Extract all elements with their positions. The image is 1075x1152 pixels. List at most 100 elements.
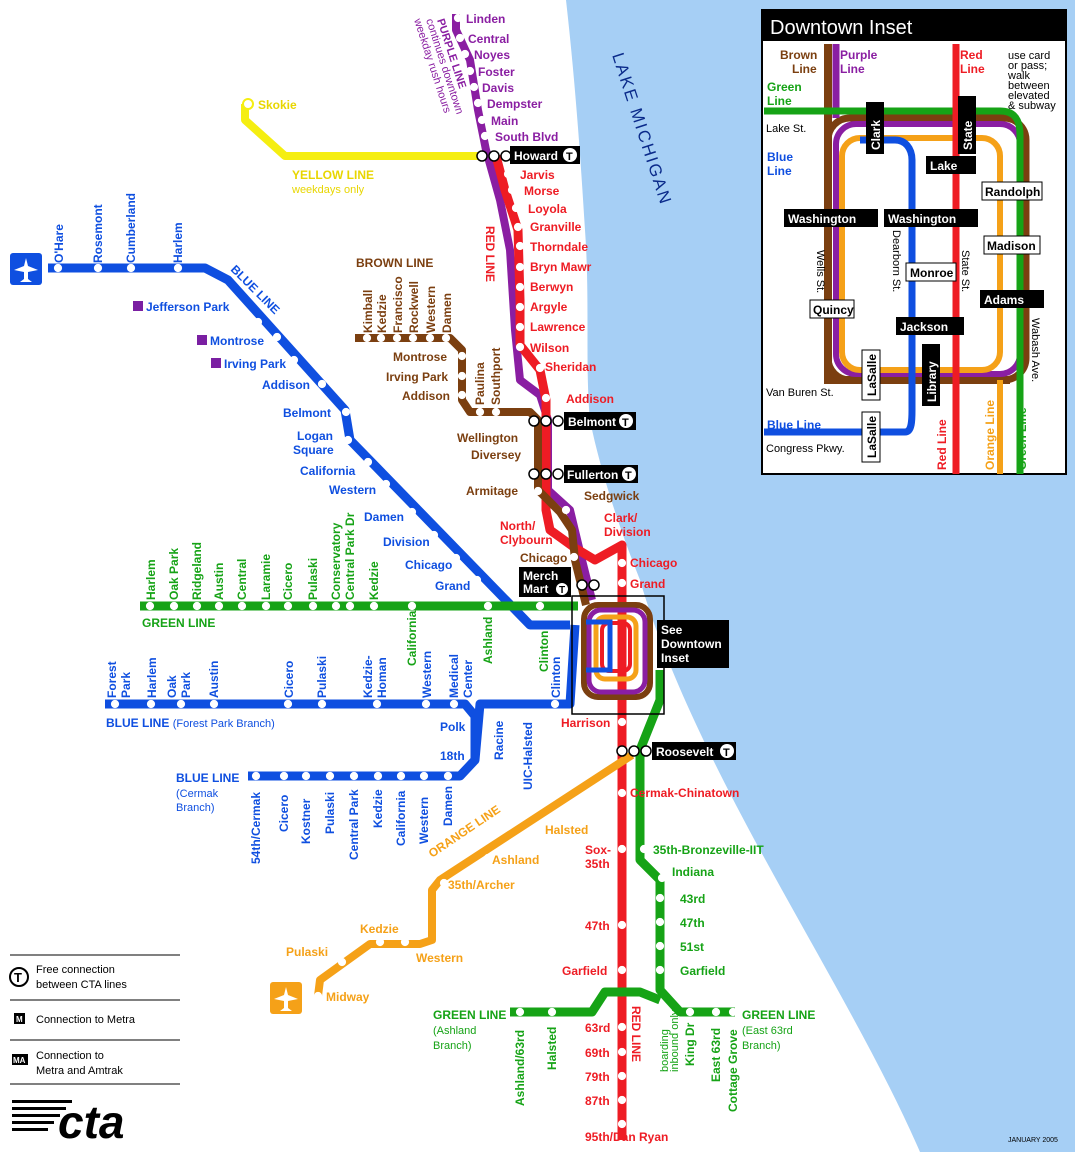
map-label: Loyola <box>528 202 567 216</box>
map-label: Division <box>383 535 430 549</box>
map-label: Branch) <box>176 802 215 814</box>
map-label: Line <box>767 94 792 108</box>
map-label: California <box>394 790 408 846</box>
map-label: Green <box>767 80 802 94</box>
map-label: Foster <box>478 65 515 79</box>
map-label: Sheridan <box>545 360 596 374</box>
map-label: Armitage <box>466 484 518 498</box>
map-label: Ashland <box>492 853 539 867</box>
map-label: Van Buren St. <box>766 387 834 399</box>
map-label: State <box>961 120 975 150</box>
amtrak-icon <box>12 1054 28 1065</box>
map-label: 35th-Bronzeville-IIT <box>653 843 764 857</box>
map-label: T <box>566 151 573 163</box>
map-label: Irving Park <box>386 370 448 384</box>
map-label: Diversey <box>471 448 521 462</box>
map-label: Chicago <box>630 556 677 570</box>
map-label: Skokie <box>258 98 297 112</box>
map-label: 54th/Cermak <box>249 792 263 864</box>
map-label: Pulaski <box>306 558 320 600</box>
map-label: Clybourn <box>500 533 553 547</box>
map-label: between <box>1008 80 1050 92</box>
map-label: Halsted <box>545 1027 559 1070</box>
map-label: Branch) <box>742 1040 781 1052</box>
map-label: North/ <box>500 519 536 533</box>
map-label: Ashland/63rd <box>513 1030 527 1106</box>
map-label: Kedzie <box>367 561 381 600</box>
map-label: Granville <box>530 220 582 234</box>
map-label: Orange Line <box>983 400 997 470</box>
map-label: Wellington <box>457 431 518 445</box>
map-label: 79th <box>585 1070 610 1084</box>
map-label: GREEN LINE <box>142 616 215 630</box>
map-label: BLUE LINE <box>106 716 169 730</box>
map-label: South Blvd <box>495 130 558 144</box>
map-label: 43rd <box>680 892 705 906</box>
map-label: (Forest Park Branch) <box>173 718 275 730</box>
map-label: Forest <box>105 661 119 698</box>
map-label: Washington <box>788 212 856 226</box>
map-label: 63rd <box>585 1021 610 1035</box>
map-label: Thorndale <box>530 240 588 254</box>
map-label: Central <box>235 559 249 600</box>
map-label: Medical <box>447 654 461 698</box>
map-label: Clark <box>869 120 883 150</box>
map-label: Quincy <box>813 303 854 317</box>
map-label: Davis <box>482 81 514 95</box>
map-label: Addison <box>262 378 310 392</box>
map-label: Downtown <box>661 637 722 651</box>
map-label: Oak Park <box>167 548 181 600</box>
map-label: 47th <box>680 916 705 930</box>
blue-line-cermak <box>248 756 479 781</box>
map-label: 69th <box>585 1046 610 1060</box>
map-label: (East 63rd <box>742 1025 793 1037</box>
map-label: Line <box>792 62 817 76</box>
map-label: See <box>661 623 683 637</box>
map-label: Main <box>491 114 518 128</box>
map-label: Ashland <box>481 617 495 664</box>
downtown-inset: Downtown Inset Brown Line Purple Line Re… <box>761 9 1067 475</box>
map-label: O'Hare <box>52 224 66 263</box>
map-label: Rosemont <box>91 204 105 263</box>
map-label: Damen <box>441 786 455 826</box>
map-label: Cicero <box>282 661 296 698</box>
map-label: Addison <box>566 392 614 406</box>
map-label: GREEN LINE <box>433 1008 506 1022</box>
map-label: Connection to <box>36 1050 104 1062</box>
map-label: Cumberland <box>124 193 138 263</box>
map-label: BROWN LINE <box>356 256 433 270</box>
map-label: Irving Park <box>224 357 286 371</box>
map-label: Harlem <box>144 559 158 600</box>
map-label: Metra and Amtrak <box>36 1065 123 1077</box>
map-label: Grand <box>630 577 665 591</box>
map-label: Downtown Inset <box>770 17 913 39</box>
map-label: East 63rd <box>709 1028 723 1082</box>
map-label: Branch) <box>433 1040 472 1052</box>
map-label: LaSalle <box>865 416 879 458</box>
map-label: Fullerton <box>567 468 618 482</box>
map-label: boarding <box>659 1029 671 1072</box>
map-label: Berwyn <box>530 280 573 294</box>
map-label: Garfield <box>680 964 725 978</box>
green-line-ashland <box>510 987 662 1017</box>
orange-line <box>314 751 635 997</box>
map-label: California <box>300 464 356 478</box>
map-label: Bryn Mawr <box>530 260 592 274</box>
map-label: Noyes <box>474 48 510 62</box>
map-label: or pass; <box>1008 60 1047 72</box>
map-label: Brown <box>780 48 817 62</box>
map-label: Washington <box>888 212 956 226</box>
map-label: Western <box>329 483 376 497</box>
map-label: Wabash Ave. <box>1029 318 1041 382</box>
map-label: T <box>622 417 629 429</box>
map-label: Line <box>840 62 865 76</box>
map-label: Belmont <box>568 415 616 429</box>
map-label: Park <box>119 672 133 698</box>
map-label: Laramie <box>259 554 273 600</box>
map-label: Lake <box>930 159 958 173</box>
